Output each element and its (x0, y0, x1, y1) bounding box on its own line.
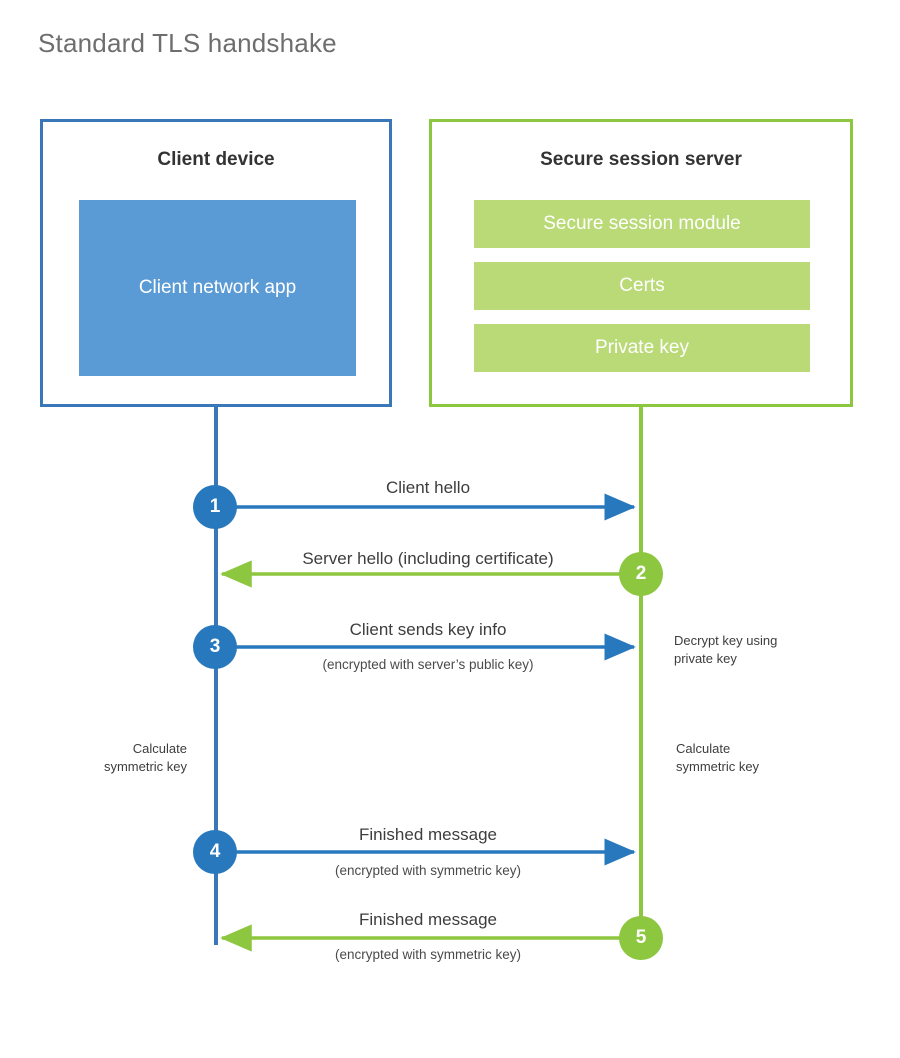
step-circle-2[interactable]: 2 (619, 552, 663, 596)
client-lifeline (214, 407, 218, 945)
server-component-list: Secure session module Certs Private key (474, 200, 810, 372)
step-circle-1[interactable]: 1 (193, 485, 237, 529)
client-network-app-block: Client network app (79, 200, 356, 376)
step-circle-4[interactable]: 4 (193, 830, 237, 874)
server-component-certs: Certs (474, 262, 810, 310)
message-label-step-2: Server hello (including certificate) (302, 549, 554, 568)
client-device-title: Client device (157, 149, 275, 170)
message-label-step-1: Client hello (385, 478, 471, 497)
step-circle-5[interactable]: 5 (619, 916, 663, 960)
message-label-step-4: Finished message (359, 825, 497, 844)
secure-session-server-box: Secure session server Secure session mod… (429, 119, 853, 407)
server-component-private-key: Private key (474, 324, 810, 372)
message-sublabel-step-4: (encrypted with symmetric key) (334, 863, 522, 878)
secure-session-server-title: Secure session server (540, 149, 742, 170)
server-component-secure-session-module: Secure session module (474, 200, 810, 248)
message-label-step-3: Client sends key info (349, 620, 507, 639)
message-sublabel-step-5: (encrypted with symmetric key) (334, 947, 522, 962)
page-title: Standard TLS handshake (38, 28, 337, 58)
message-sublabel-step-3: (encrypted with server’s public key) (322, 657, 534, 672)
server-lifeline (639, 407, 643, 940)
message-label-step-5: Finished message (359, 910, 497, 929)
client-device-box: Client device Client network app (40, 119, 392, 407)
step-circle-3[interactable]: 3 (193, 625, 237, 669)
